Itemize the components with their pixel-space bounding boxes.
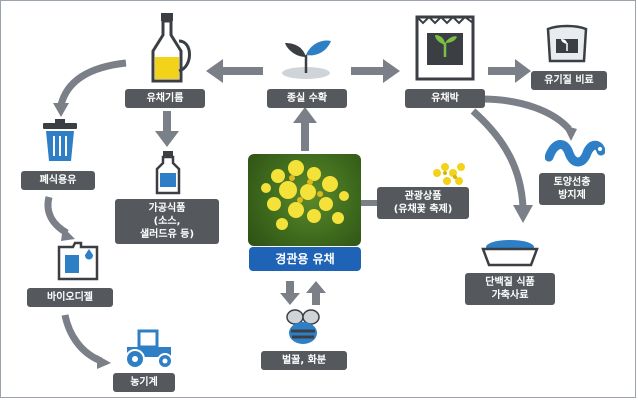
node-oil: 유채기름 <box>125 89 205 108</box>
worm-icon <box>545 140 605 167</box>
node-meal: 유채박 <box>405 89 485 108</box>
canola-photo <box>248 154 361 246</box>
node-waste-oil: 폐식용유 <box>21 171 95 190</box>
tractor-icon <box>125 329 173 369</box>
node-organic: 유기질 비료 <box>531 71 607 90</box>
node-bee: 벌꿀, 화분 <box>261 351 347 370</box>
jerry-can-icon <box>57 241 99 281</box>
arrow-oil-to-processed <box>155 111 179 147</box>
node-processed: 가공식품 (소스, 샐러드유 등) <box>115 199 219 244</box>
node-harvest: 종실 수확 <box>267 89 347 108</box>
organic-bag-icon <box>546 24 588 63</box>
arrow-meal-to-erosion <box>480 95 572 132</box>
oil-bottle-icon <box>151 13 191 83</box>
canola-flowers-icon <box>433 163 465 185</box>
arrow-meal-to-protein <box>470 108 527 208</box>
node-tourism: 관광상품 (유채꽃 축제) <box>377 187 469 219</box>
node-protein: 단백질 식품 가축사료 <box>465 273 555 305</box>
arrow-meal-to-organic <box>488 59 531 83</box>
bee-icon <box>286 309 320 344</box>
node-farm: 농기계 <box>113 373 175 392</box>
trash-bin-icon <box>43 119 77 161</box>
fertilizer-bag-icon <box>415 15 475 81</box>
arrow-center-to-harvest <box>293 107 317 151</box>
bottle-icon <box>155 151 181 195</box>
arrow-up-from-bee <box>306 281 326 305</box>
arrow-tourism-to-photo <box>361 200 377 206</box>
feed-tray-icon <box>481 240 539 267</box>
arrow-harvest-to-meal <box>351 59 400 83</box>
node-center: 경관용 유채 <box>249 247 361 271</box>
node-biodiesel: 바이오디젤 <box>27 288 113 307</box>
sprout-icon <box>282 40 331 79</box>
arrow-biodiesel-to-farm <box>61 314 103 365</box>
arrow-down-to-bee <box>280 281 300 305</box>
node-erosion: 토양선충 방지제 <box>539 173 605 205</box>
arrow-waste-to-biodiesel <box>44 196 69 237</box>
arrow-oil-to-waste <box>57 59 127 107</box>
arrow-harvest-to-oil <box>206 59 263 83</box>
